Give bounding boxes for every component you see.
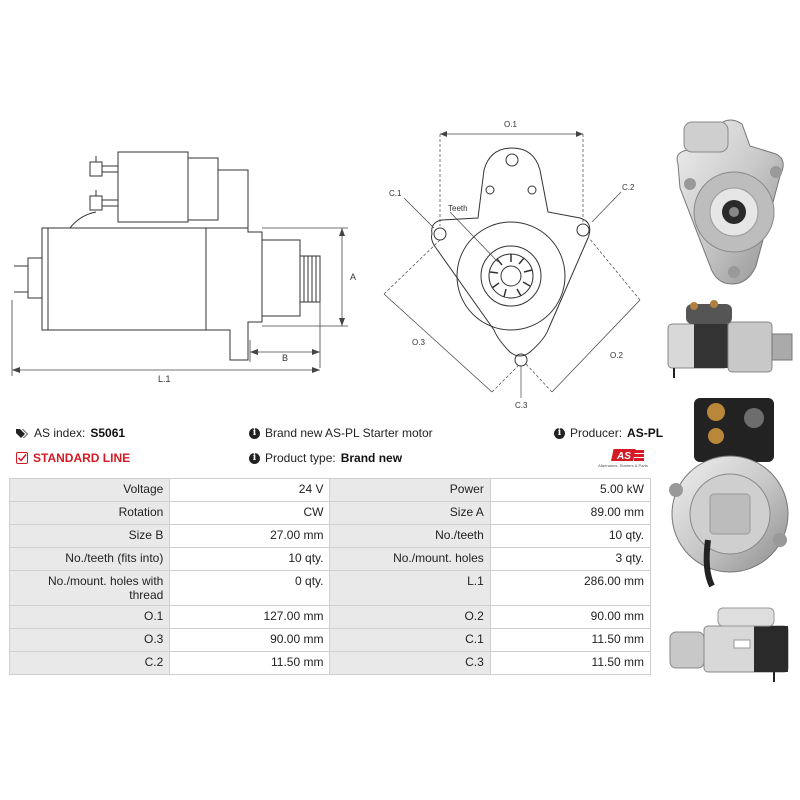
product-type-label: Product type: [265,451,336,465]
spec-label: No./mount. holes [329,547,491,571]
product-photo-rear [669,398,789,588]
spec-label: Size B [8,524,171,548]
info-icon: i [249,427,260,439]
spec-label: C.1 [329,628,491,652]
spec-label: No./mount. holes with thread [8,570,171,606]
svg-text:AS: AS [616,451,631,462]
dim-label-c2: C.2 [622,183,635,192]
as-index-value: S5061 [90,426,126,440]
checkbox-checked-icon [16,452,28,464]
spec-label: Power [329,478,491,502]
spec-value: 3 qty. [489,547,652,571]
producer: i Producer: AS-PL [554,426,663,440]
producer-label: Producer: [570,426,623,440]
producer-value: AS-PL [627,426,664,440]
side-view-drawing: A B L.1 [11,151,356,384]
spec-value: 10 qty. [489,524,652,548]
as-pl-logo: AS Alternators, Starters & Parts [588,447,658,471]
standard-line: STANDARD LINE [16,451,130,465]
spec-value: 11.50 mm [489,651,652,675]
spec-value: 27.00 mm [169,524,331,548]
spec-value: 11.50 mm [489,628,652,652]
product-photo-side [667,300,793,378]
logo-tagline: Alternators, Starters & Parts [598,463,648,468]
spec-label: O.1 [8,605,171,629]
spec-label: Size A [329,501,491,525]
spec-value: 127.00 mm [169,605,331,629]
front-view-drawing: O.1 C.1 C.2 Teeth O.3 O.2 C.3 [383,120,641,410]
standard-line-label: STANDARD LINE [33,451,131,465]
spec-value: 24 V [169,478,331,502]
spec-value: 89.00 mm [489,501,652,525]
spec-value: 286.00 mm [489,570,652,606]
spec-label: Rotation [8,501,171,525]
product-description-text: Brand new AS-PL Starter motor [265,426,433,440]
dim-label-teeth: Teeth [448,204,468,213]
dim-label-c3: C.3 [515,401,528,410]
spec-value: 10 qty. [169,547,331,571]
spec-label: C.3 [329,651,491,675]
dim-label-o2: O.2 [610,351,623,360]
spec-label: L.1 [329,570,491,606]
tags-icon [16,428,28,438]
product-type-value: Brand new [340,451,403,465]
info-icon: i [249,452,260,464]
spec-label: O.3 [8,628,171,652]
spec-value: 0 qty. [169,570,331,606]
dim-label-a: A [350,272,356,282]
spec-label: C.2 [8,651,171,675]
spec-label: No./teeth [329,524,491,548]
dim-label-b: B [282,353,288,363]
product-description: i Brand new AS-PL Starter motor [249,426,433,440]
spec-value: 90.00 mm [489,605,652,629]
as-index: AS index: S5061 [16,426,125,440]
spec-value: CW [169,501,331,525]
dim-label-l1: L.1 [158,374,171,384]
spec-label: Voltage [8,478,171,502]
spec-value: 5.00 kW [489,478,652,502]
dim-label-o1: O.1 [504,120,517,129]
product-photo-front [676,119,784,285]
spec-row: No./teeth (fits into)10 qty.No./mount. h… [8,547,652,571]
spec-value: 90.00 mm [169,628,331,652]
spec-label: O.2 [329,605,491,629]
info-icon: i [554,427,565,439]
spec-value: 11.50 mm [169,651,331,675]
spec-label: No./teeth (fits into) [8,547,171,571]
dim-label-c1: C.1 [389,189,402,198]
product-type: i Product type: Brand new [249,451,402,465]
product-photo-angle [669,607,789,682]
as-index-label: AS index: [34,426,86,440]
as-logo-icon: AS [611,449,644,462]
dim-label-o3: O.3 [412,338,425,347]
